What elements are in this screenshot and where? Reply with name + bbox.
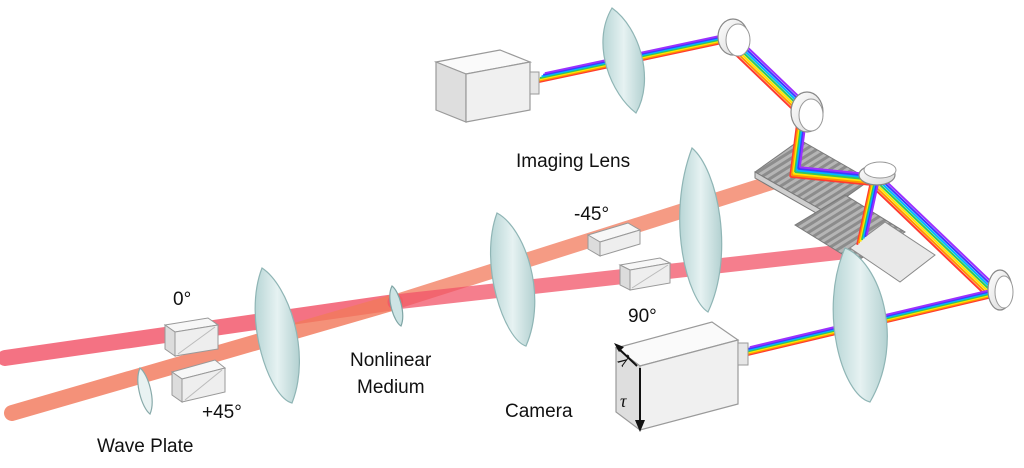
nonlinear-medium [389,285,404,327]
tau-label: τ [620,391,627,411]
polarizer-minus45-deg [586,222,642,257]
imaging-lens [679,146,723,313]
polarizer-plus45-deg [170,359,227,403]
mirror-right-upper [858,161,897,186]
camera-lens [832,247,888,403]
angle-0-label: 0° [173,289,191,310]
angle-90-label: 90° [628,306,657,327]
rainbow-beam-lower-grating [856,174,881,246]
top-camera [433,49,540,123]
lambda-arrow-head [614,343,624,352]
rainbow-beam-lower-grating-band [861,179,876,241]
rainbow-beam-lower-grating-band [864,176,880,238]
wave-plate [137,367,153,415]
second-lens [489,212,536,347]
wave-plate-label: Wave Plate [97,436,193,457]
rainbow-beam-lower-grating-band [862,178,878,239]
mirror-middle [790,91,824,133]
rainbow-beam-top-band [542,33,808,169]
angle-plus45-label: +45° [202,402,242,423]
orange-beam-lower-segment [4,294,403,421]
camera-label: Camera [505,401,573,422]
lower-grating-face [849,221,936,283]
imaging-lens-label: Imaging Lens [516,151,630,172]
camera [614,321,749,432]
rainbow-beam-lower-grating-band [857,182,873,244]
medium-label: Medium [357,377,425,398]
rainbow-beam-lower-grating-band [859,181,875,242]
polarizer-90-deg [618,257,672,291]
angle-minus45-label: -45° [574,204,609,225]
nonlinear-label: Nonlinear [350,350,432,371]
top-imaging-lens [602,7,646,114]
dispersed-rainbow-beams [534,32,1004,358]
mirror-top [717,18,751,57]
tau-arrow-head [635,420,645,432]
first-lens [254,267,300,404]
mirror-right-lower [987,269,1014,311]
polarizer-0-deg [163,317,220,357]
rainbow-beam-lower-grating-band [856,184,872,246]
